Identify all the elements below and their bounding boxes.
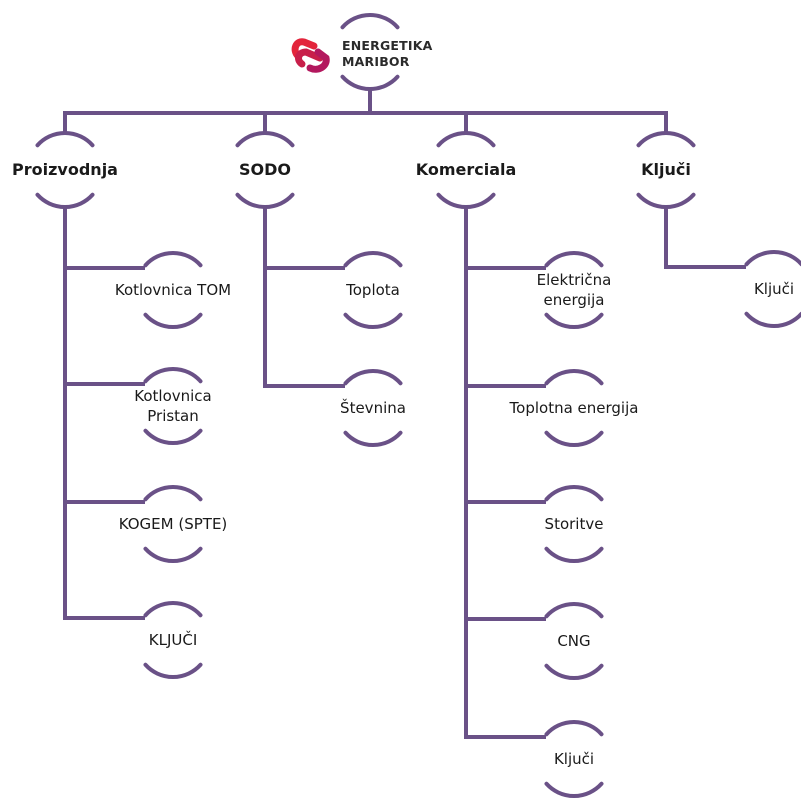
child-2-3-bracket-top (544, 602, 604, 619)
company-name: ENERGETIKA MARIBOR (342, 38, 433, 69)
company-logo: ENERGETIKA MARIBOR (288, 34, 458, 74)
branch-1-bracket-top (235, 131, 295, 148)
child-1-0-bracket-top (343, 251, 403, 268)
child-1-0-bracket-bottom (343, 312, 403, 329)
child-2-0-bracket-bottom (544, 312, 604, 329)
node-kotlovnica-tom: Kotlovnica TOM (114, 281, 232, 299)
branch-3-bracket-top (636, 131, 696, 148)
child-2-2-bracket-bottom (544, 546, 604, 563)
child-2-1-bracket-bottom (544, 430, 604, 447)
node-kotlovnica-pristan: Kotlovnica Pristan (134, 387, 212, 425)
node-kljuci-komerciala: Ključi (553, 750, 595, 768)
root-bracket-bottom (340, 74, 400, 91)
child-2-4-bracket-bottom (544, 781, 604, 798)
child-3-0-bracket-top (744, 250, 801, 267)
node-toplota: Toplota (346, 281, 400, 299)
child-2-3-bracket-bottom (544, 663, 604, 680)
child-0-0-bracket-bottom (143, 312, 203, 329)
child-0-2-bracket-bottom (143, 546, 203, 563)
branch-0-bracket-top (35, 131, 95, 148)
child-0-0-bracket-top (143, 251, 203, 268)
child-3-0-bracket-bottom (744, 311, 801, 328)
child-0-1-bracket-bottom (143, 428, 203, 445)
root-bracket-top (340, 13, 400, 30)
branch-label-sodo: SODO (238, 160, 292, 179)
child-0-3-bracket-top (143, 601, 203, 618)
node-kljuci-sub: Ključi (753, 280, 795, 298)
branch-label-proizvodnja: Proizvodnja (12, 160, 118, 179)
child-0-2-bracket-top (143, 485, 203, 502)
branch-2-bracket-top (436, 131, 496, 148)
child-0-1-bracket-top (143, 367, 203, 384)
child-2-2-bracket-top (544, 485, 604, 502)
node-kljuci-proizvodnja: KLJUČI (148, 631, 198, 649)
node-toplotna-energija: Toplotna energija (509, 399, 639, 417)
node-storitve: Storitve (544, 515, 604, 533)
child-0-3-bracket-bottom (143, 662, 203, 679)
node-stevnina: Števnina (340, 399, 406, 417)
child-2-0-bracket-top (544, 251, 604, 268)
branch-label-komerciala: Komerciala (415, 160, 517, 179)
branch-label-kljuci: Ključi (641, 160, 691, 179)
node-kogem-spte: KOGEM (SPTE) (118, 515, 228, 533)
node-cng: CNG (557, 632, 591, 650)
child-1-1-bracket-bottom (343, 430, 403, 447)
child-2-4-bracket-top (544, 720, 604, 737)
energetika-maribor-logo-icon (291, 38, 330, 73)
child-2-1-bracket-top (544, 369, 604, 386)
node-elektricna-energija: Električna energija (536, 271, 612, 309)
child-1-1-bracket-top (343, 369, 403, 386)
